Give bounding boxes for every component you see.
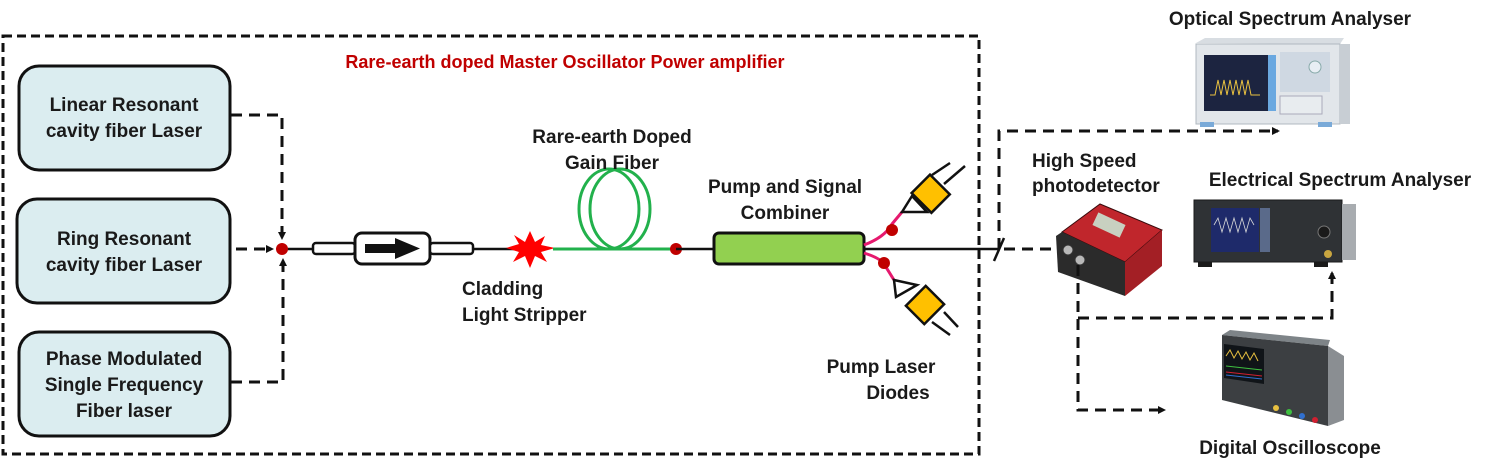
combiner-label: Pump and Signal (708, 177, 862, 198)
gain-fiber-label: Gain Fiber (565, 153, 660, 174)
source-label-line: Ring Resonant (57, 229, 192, 250)
cladding-stripper-icon (506, 231, 555, 268)
arrow-right-icon (365, 238, 420, 259)
stripper-label: Cladding (462, 279, 543, 300)
connector-phase (231, 258, 287, 384)
stripper-label: Light Stripper (462, 305, 587, 326)
source-label-line: Fiber laser (76, 401, 173, 422)
pump-diode-label: Diodes (866, 383, 929, 404)
pump-diode-lower (892, 278, 959, 337)
pump-signal-combiner (712, 231, 866, 266)
splice-point (878, 257, 890, 269)
isolator (311, 231, 475, 266)
digital-oscilloscope-device (1222, 330, 1344, 426)
pump-diode-label: Pump Laser (827, 357, 936, 378)
combiner-label: Combiner (741, 203, 830, 224)
source-label-line: Linear Resonant (50, 95, 200, 116)
pump-fiber-lower (863, 251, 896, 281)
optical-spectrum-analyser-device (1195, 38, 1350, 127)
connector-to-oscilloscope (1076, 265, 1166, 414)
connector-to-osa (997, 127, 1280, 249)
source-label-line: cavity fiber Laser (46, 255, 203, 276)
seed-source-ring: Ring Resonant cavity fiber Laser (15, 197, 232, 305)
connector-to-esa (1078, 271, 1336, 320)
fiber-break-mark (992, 237, 1006, 262)
oscilloscope-label: Digital Oscilloscope (1199, 438, 1381, 459)
mopa-title: Rare-earth doped Master Oscillator Power… (345, 52, 784, 72)
source-label-line: cavity fiber Laser (46, 121, 203, 142)
osa-label: Optical Spectrum Analyser (1169, 9, 1412, 30)
splice-point (276, 243, 288, 255)
photodetector-device (1056, 203, 1163, 296)
seed-source-phase-modulated: Phase Modulated Single Frequency Fiber l… (17, 330, 232, 438)
mopa-enclosure (1, 34, 981, 456)
photodetector-label: photodetector (1032, 176, 1160, 197)
electrical-spectrum-analyser-device (1193, 199, 1356, 267)
seed-source-linear: Linear Resonant cavity fiber Laser (17, 64, 232, 172)
gain-fiber-label: Rare-earth Doped (532, 127, 691, 148)
gain-fiber-coil (588, 167, 652, 251)
photodetector-label: High Speed (1032, 151, 1137, 172)
splice-point (886, 224, 898, 236)
esa-label: Electrical Spectrum Analyser (1209, 170, 1472, 191)
gain-fiber-coil (577, 167, 641, 251)
pump-diode-upper (899, 161, 966, 215)
source-label-line: Phase Modulated (46, 349, 202, 370)
source-label-line: Single Frequency (45, 375, 204, 396)
connector-linear (231, 113, 286, 240)
